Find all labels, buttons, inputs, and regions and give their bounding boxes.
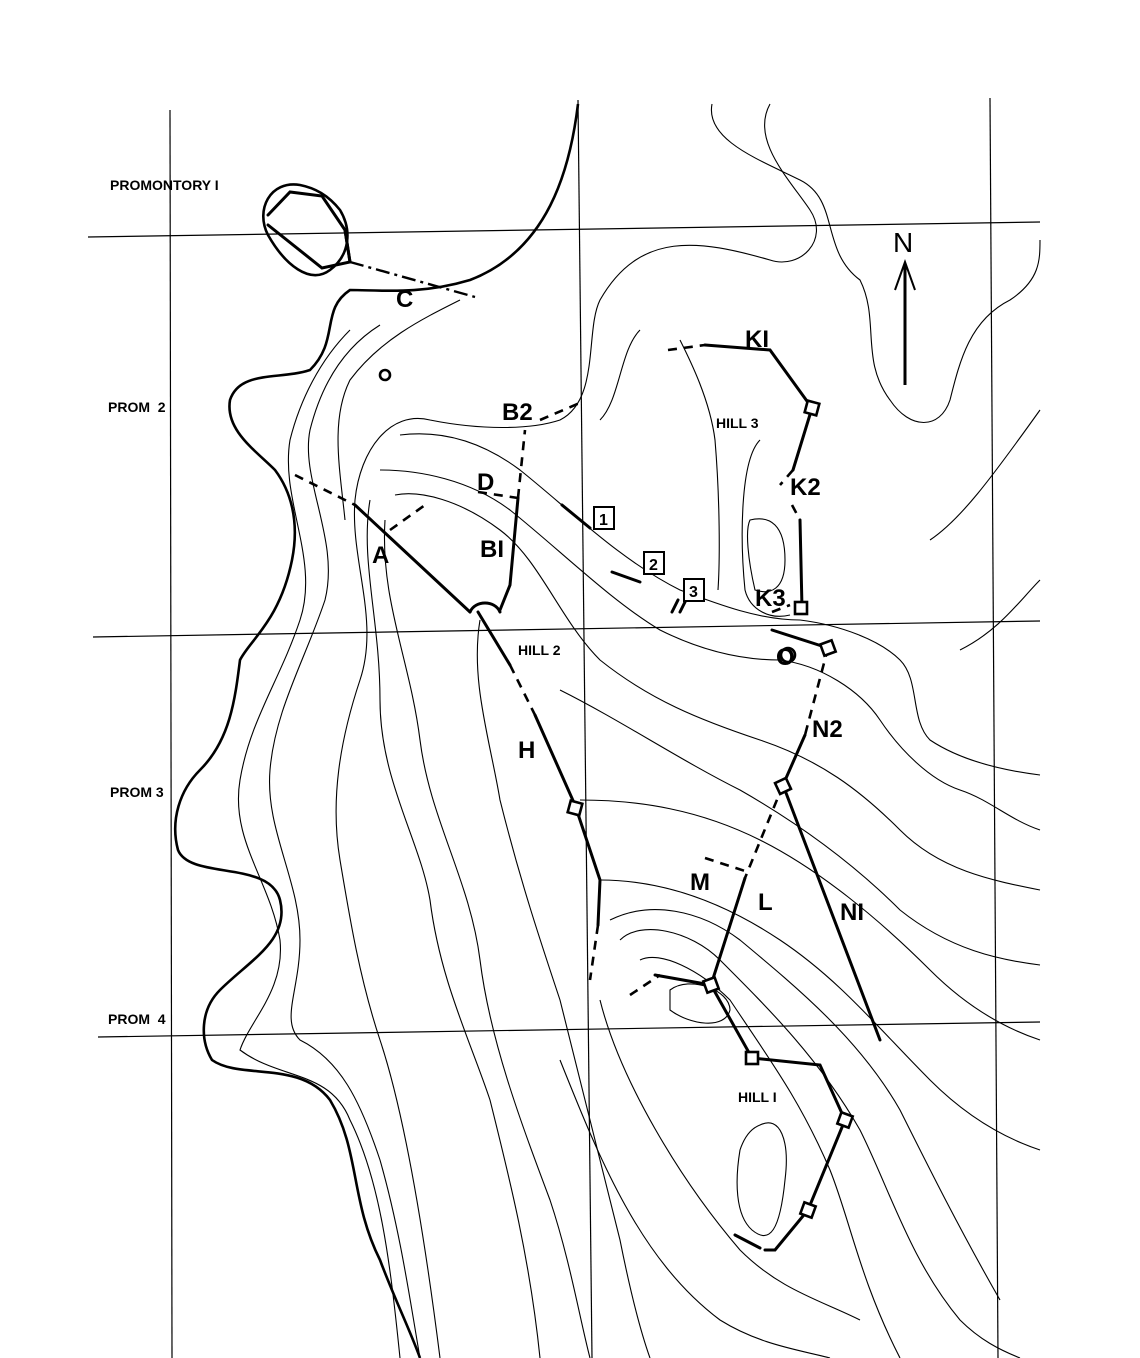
label-k1: KI bbox=[745, 326, 769, 353]
promontory-3-label: PROM 3 bbox=[110, 784, 164, 800]
box-1-label: 1 bbox=[599, 512, 608, 529]
coastline bbox=[173, 103, 580, 1358]
grid-lines bbox=[87, 97, 1041, 1358]
hill-2-label: HILL 2 bbox=[518, 642, 561, 658]
wall-labels: C B2 D BI A KI K2 K3 O N2 H M L NI bbox=[372, 286, 864, 926]
label-h: H bbox=[518, 737, 535, 764]
north-arrow: N bbox=[893, 227, 916, 385]
label-k2: K2 bbox=[790, 474, 821, 501]
hill-labels: HILL 2 HILL 3 HILL I bbox=[518, 415, 777, 1105]
promontory-labels: PROMONTORY I PROM 2 PROM 3 PROM 4 bbox=[108, 177, 219, 1027]
label-k3: K3 bbox=[755, 585, 786, 612]
label-n2: N2 bbox=[812, 716, 843, 743]
walls bbox=[266, 190, 882, 1252]
promontory-2-label: PROM 2 bbox=[108, 399, 166, 415]
hill-1-label: HILL I bbox=[738, 1089, 777, 1105]
promontory-1-label: PROMONTORY I bbox=[110, 177, 219, 193]
hill-3-label: HILL 3 bbox=[716, 415, 759, 431]
label-c: C bbox=[396, 286, 413, 313]
label-b1: BI bbox=[480, 536, 504, 563]
label-a: A bbox=[372, 542, 389, 569]
contour-lines bbox=[237, 103, 1041, 1358]
label-o: O bbox=[776, 644, 795, 671]
label-l: L bbox=[758, 889, 773, 916]
box-2-label: 2 bbox=[649, 557, 658, 574]
box-3-label: 3 bbox=[689, 584, 698, 601]
north-label: N bbox=[893, 227, 913, 258]
label-n1: NI bbox=[840, 899, 864, 926]
label-m: M bbox=[690, 869, 710, 896]
numbered-boxes: 1 2 3 bbox=[593, 506, 705, 602]
promontory-4-label: PROM 4 bbox=[108, 1011, 166, 1027]
label-d: D bbox=[477, 469, 494, 496]
towers bbox=[378, 368, 855, 1220]
label-b2: B2 bbox=[502, 399, 533, 426]
